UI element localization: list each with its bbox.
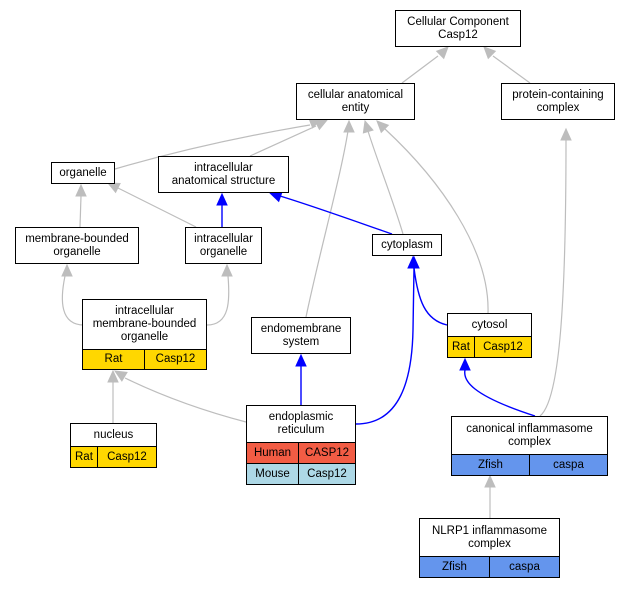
edge-imbo-io-arrowhead <box>221 263 233 277</box>
annotation-row: Zfish caspa <box>452 454 607 475</box>
annotation-row: Rat Casp12 <box>448 336 531 357</box>
species-rat: Rat <box>83 350 144 369</box>
edge-nucleus-imbo-arrowhead <box>107 369 119 383</box>
node-intracellular-membrane-bounded-organelle[interactable]: intracellular membrane-bounded organelle… <box>82 299 207 370</box>
node-label: membrane-bounded organelle <box>25 232 129 258</box>
node-endomembrane-system[interactable]: endomembrane system <box>251 317 351 354</box>
edge-er-imbo <box>124 377 247 423</box>
edge-io-organelle <box>117 187 197 228</box>
annotation-row: Rat Casp12 <box>71 446 156 467</box>
edge-cae-root <box>401 55 439 84</box>
edge-endomembrane-cae <box>305 130 349 318</box>
node-intracellular-anatomical-structure[interactable]: intracellular anatomical structure <box>158 156 289 193</box>
node-label: endoplasmic reticulum <box>268 411 334 436</box>
node-label: cytoplasm <box>381 238 433 251</box>
edge-er-endomembrane-arrowhead <box>295 353 307 367</box>
edge-er-cytoplasm <box>355 267 415 425</box>
edge-cae-root-arrowhead <box>435 46 449 60</box>
edge-cytosol-cae <box>384 128 489 314</box>
node-label: canonical inflammasome complex <box>466 422 593 448</box>
species-mouse: Mouse <box>247 464 298 484</box>
node-label: endomembrane system <box>260 322 342 348</box>
gray-edges <box>61 55 567 518</box>
annotation-row-human: Human CASP12 <box>247 442 355 463</box>
node-canonical-inflammasome-complex[interactable]: canonical inflammasome complex Zfish cas… <box>451 416 608 476</box>
edge-io-ias-arrowhead <box>216 192 228 206</box>
edge-cic-cytosol-arrowhead <box>459 357 471 371</box>
node-endoplasmic-reticulum[interactable]: endoplasmic reticulum Human CASP12 Mouse… <box>246 405 356 485</box>
species-zfish: Zfish <box>452 455 529 475</box>
node-nlrp1-inflammasome-complex[interactable]: NLRP1 inflammasome complex Zfish caspa <box>419 518 560 578</box>
node-label: intracellular organelle <box>194 232 253 258</box>
gene-casp12: Casp12 <box>473 337 531 357</box>
edge-imbo-mbo-arrowhead <box>61 263 73 277</box>
edge-cytosol-cytoplasm <box>413 267 448 326</box>
gene-casp12-mouse: Casp12 <box>298 464 355 484</box>
edge-cic-cytosol <box>464 369 536 417</box>
node-label: intracellular membrane-bounded organelle <box>92 305 197 343</box>
node-intracellular-organelle[interactable]: intracellular organelle <box>185 227 262 264</box>
edge-cytoplasm-ias <box>279 195 393 235</box>
edge-cytoplasm-ias-arrowhead <box>268 191 283 203</box>
node-label: protein-containing complex <box>512 88 604 114</box>
node-cellular-component[interactable]: Cellular Component Casp12 <box>395 10 521 47</box>
node-cytosol[interactable]: cytosol Rat Casp12 <box>447 313 532 358</box>
node-organelle[interactable]: organelle <box>51 162 115 184</box>
edge-io-organelle-arrowhead <box>106 182 121 194</box>
edge-imbo-mbo <box>61 275 85 326</box>
edge-cic-pcc-arrowhead <box>560 127 572 141</box>
node-label: intracellular anatomical structure <box>171 161 276 187</box>
edge-er-imbo-arrowhead <box>113 370 128 382</box>
edge-organelle-cae <box>114 124 311 170</box>
gene-casp12: Casp12 <box>96 447 156 467</box>
edge-cytoplasm-cae <box>367 130 404 235</box>
node-label: cytosol <box>471 318 508 331</box>
species-rat: Rat <box>71 447 97 467</box>
gene-caspa: caspa <box>489 557 559 577</box>
gene-caspa: caspa <box>529 455 607 475</box>
blue-edges <box>221 195 536 425</box>
species-rat: Rat <box>448 337 474 357</box>
edge-cytosol-cae-arrowhead <box>376 120 390 134</box>
node-protein-containing-complex[interactable]: protein-containing complex <box>501 83 615 120</box>
edge-pcc-root-arrowhead <box>483 46 497 60</box>
edge-er-cytoplasm-arrowhead <box>408 255 420 269</box>
edge-imbo-io <box>206 275 230 326</box>
gene-casp12: Casp12 <box>144 350 206 369</box>
edge-cic-pcc <box>539 139 567 417</box>
edge-mbo-organelle <box>79 195 82 228</box>
node-label: nucleus <box>93 428 134 441</box>
edge-endomembrane-cae-arrowhead <box>343 119 355 133</box>
edge-pcc-root <box>492 55 531 84</box>
node-label: organelle <box>59 166 107 179</box>
node-label: cellular anatomical entity <box>307 88 404 114</box>
edge-mbo-organelle-arrowhead <box>75 183 87 197</box>
edge-ias-cae <box>249 125 317 157</box>
edge-ias-cae-arrowhead <box>314 119 329 131</box>
node-cytoplasm[interactable]: cytoplasm <box>372 234 442 256</box>
species-zfish: Zfish <box>420 557 489 577</box>
species-human: Human <box>247 443 298 463</box>
annotation-row: Zfish caspa <box>420 556 559 577</box>
annotation-row: Rat Casp12 <box>83 349 206 369</box>
node-nucleus[interactable]: nucleus Rat Casp12 <box>70 423 157 468</box>
node-label: NLRP1 inflammasome complex <box>431 524 548 550</box>
node-membrane-bounded-organelle[interactable]: membrane-bounded organelle <box>15 227 139 264</box>
gene-casp12-human: CASP12 <box>298 443 355 463</box>
edge-nlrp1-cic-arrowhead <box>484 474 496 488</box>
edge-cytoplasm-cae-arrowhead <box>362 119 374 134</box>
node-cellular-anatomical-entity[interactable]: cellular anatomical entity <box>296 83 415 120</box>
node-label: Cellular Component Casp12 <box>407 15 509 41</box>
arrow-heads <box>61 46 572 488</box>
annotation-row-mouse: Mouse Casp12 <box>247 463 355 484</box>
